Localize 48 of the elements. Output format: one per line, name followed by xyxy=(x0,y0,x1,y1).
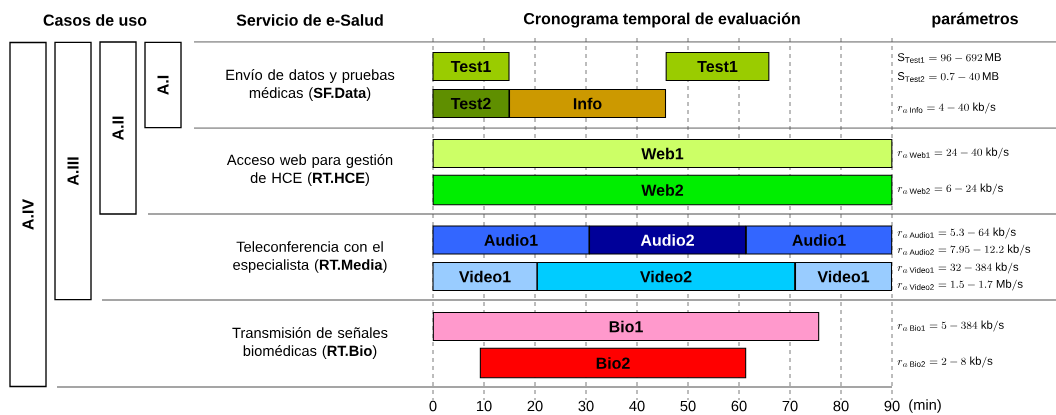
tick-label: 40 xyxy=(629,400,645,412)
timeline-bar: Test1 xyxy=(665,51,770,82)
tick-label: 0 xyxy=(429,400,437,412)
parameter-formula: $r_{a\,\mathrm{Video1}} = 32 - 384\ \mathrm{kb/s}$ xyxy=(897,262,1019,274)
use-case-box: A.III xyxy=(54,41,92,301)
tick-label: 30 xyxy=(578,400,594,412)
tick-label: 70 xyxy=(782,400,798,412)
parameter-formula: $r_{a\,\mathrm{Bio1}} = 5 - 384\ \mathrm{kb/s}$ xyxy=(897,320,1004,332)
timeline-bar: Audio1 xyxy=(745,225,893,255)
parameter-formula: $\mathrm{S}_{\mathrm{Test2}} = 0.7 - 40\,\mathrm{MB}$ xyxy=(897,72,999,82)
tick-label: 90 xyxy=(884,400,900,412)
parameter-formula: $r_{a\,\mathrm{Info}} = 4 - 40\ \mathrm{kb/s}$ xyxy=(897,102,996,114)
timeline-bar: Test1 xyxy=(432,51,510,82)
service-label: Acceso web para gestión de HCE (RT.HCE) xyxy=(226,154,393,186)
timeline-bar: Audio2 xyxy=(588,225,747,255)
parameter-formula: $\mathrm{S}_{\mathrm{Test1}} = 96 - 692\,\mathrm{MB}$ xyxy=(897,53,1001,63)
service-label: Transmisión de señales biomédicas (RT.Bio) xyxy=(232,327,388,359)
parameter-formula: $r_{a\,\mathrm{Audio2}} = 7.95 - 12.2\ \mathrm{kb/s}$ xyxy=(897,244,1031,256)
tick-label: 80 xyxy=(833,400,849,412)
timeline-bar: Video1 xyxy=(794,261,893,292)
column-heading: Servicio de e-Salud xyxy=(236,14,383,26)
timeline-bar: Web2 xyxy=(432,174,893,206)
use-case-box: A.I xyxy=(144,41,182,129)
tick-label: 50 xyxy=(680,400,696,412)
tick-label: 20 xyxy=(527,400,543,412)
timeline-bar: Video2 xyxy=(536,261,796,292)
parameter-formula: $r_{a\,\mathrm{Web1}} = 24 - 40\ \mathrm{kb/s}$ xyxy=(897,147,1009,159)
timeline-bar: Info xyxy=(508,88,667,119)
tick-label: 60 xyxy=(731,400,747,412)
timeline-bar: Bio1 xyxy=(432,311,820,342)
parameter-formula: $r_{a\,\mathrm{Bio2}} = 2 - 8\ \mathrm{kb/s}$ xyxy=(897,356,993,368)
column-heading: Casos de uso xyxy=(43,14,147,26)
parameter-formula: $r_{a\,\mathrm{Video2}} = 1.5 - 1.7\ \mathrm{Mb/s}$ xyxy=(897,279,1023,291)
timeline-bar: Test2 xyxy=(432,88,510,119)
column-heading: parámetros xyxy=(932,12,1018,28)
parameter-formula: $r_{a\,\mathrm{Audio1}} = 5.3 - 64\ \mathrm{kb/s}$ xyxy=(897,227,1016,239)
parameter-formula: $r_{a\,\mathrm{Web2}} = 6 - 24\ \mathrm{kb/s}$ xyxy=(897,183,1003,195)
column-heading: Cronograma temporal de evaluación xyxy=(523,12,800,28)
timeline-bar: Web1 xyxy=(432,138,893,169)
timeline-bar: Bio2 xyxy=(479,347,747,379)
timeline-bar: Audio1 xyxy=(432,225,590,255)
tick-label: 10 xyxy=(476,400,492,412)
use-case-box: A.IV xyxy=(9,41,47,388)
service-label: Envío de datos y pruebas médicas (SF.Data) xyxy=(226,69,395,101)
use-case-box: A.II xyxy=(99,41,137,215)
service-label: Teleconferencia con el especialista (RT.Media) xyxy=(233,241,387,273)
timeline-bar: Video1 xyxy=(432,261,538,292)
tick-label: (min) xyxy=(909,399,941,413)
